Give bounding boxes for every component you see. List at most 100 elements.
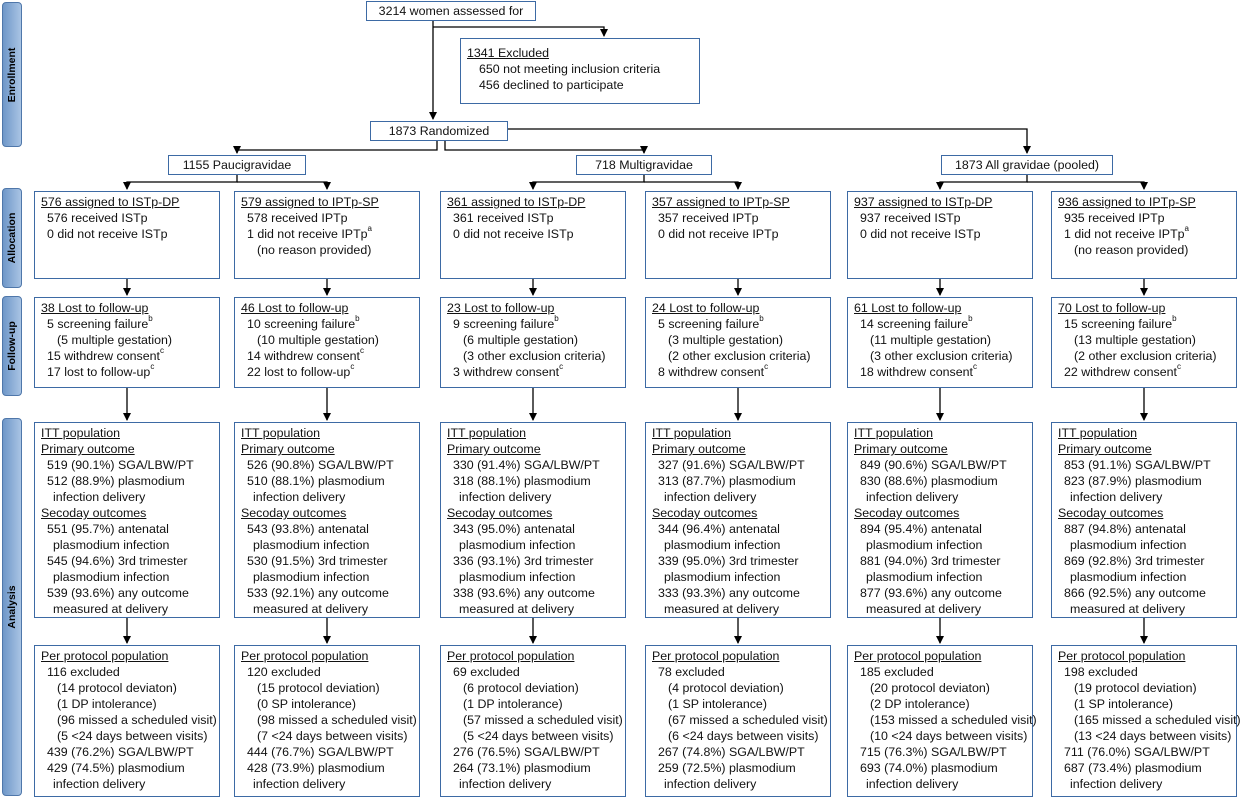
followup-title: 23 Lost to follow-up [447,301,555,315]
allocation-title: 576 assigned to ISTp-DP [41,195,180,209]
followup-line: (3 other exclusion criteria) [870,349,1013,363]
followup-title: 38 Lost to follow-up [41,301,149,315]
allocation-box: 576 assigned to ISTp-DP 576 received ISTp… [34,191,220,279]
per-protocol-line: (4 protocol deviation) [668,681,784,695]
primary-outcome-line: 823 (87.9%) plasmodium [1064,474,1202,488]
secondary-outcome-line: plasmodium infection [866,538,983,552]
per-protocol-line: infection delivery [459,777,552,791]
footnote-marker: c [559,362,564,371]
per-protocol-line: 715 (76.3%) SGA/LBW/PT [860,745,1007,759]
secondary-outcome-line: plasmodium infection [664,538,781,552]
secondary-outcome-heading: Secoday outcomes [41,506,147,520]
followup-line: 3 withdrew consentc [453,362,564,379]
per-protocol-line: (7 <24 days between visits) [257,729,408,743]
followup-line: 14 screening failureb [860,314,973,331]
per-protocol-line: (0 SP intolerance) [257,697,356,711]
primary-outcome-line: 849 (90.6%) SGA/LBW/PT [860,458,1007,472]
primary-outcome-line: 510 (88.1%) plasmodium [247,474,385,488]
followup-line: (2 other exclusion criteria) [668,349,811,363]
secondary-outcome-line: measured at delivery [1070,602,1186,616]
allocation-title: 937 assigned to ISTp-DP [854,195,993,209]
primary-outcome-line: infection delivery [459,490,552,504]
per-protocol-line: 116 excluded [47,665,120,679]
per-protocol-line: infection delivery [53,777,146,791]
allocation-title: 361 assigned to ISTp-DP [447,195,586,209]
allocation-title: 936 assigned to IPTp-SP [1058,195,1196,209]
secondary-outcome-line: 533 (92.1%) any outcome [247,586,389,600]
footnote-marker: c [150,362,155,371]
secondary-outcome-line: plasmodium infection [253,570,370,584]
allocation-line: (no reason provided) [1074,243,1189,257]
followup-line: 17 lost to follow-upc [47,362,155,379]
phase-label-allocation: Allocation [6,212,18,264]
secondary-outcome-line: plasmodium infection [459,570,576,584]
per-protocol-line: 276 (76.5%) SGA/LBW/PT [453,745,600,759]
secondary-outcome-line: 866 (92.5%) any outcome [1064,586,1206,600]
per-protocol-line: (67 missed a scheduled visit) [668,713,828,727]
followup-line: (5 multiple gestation) [57,333,173,347]
secondary-outcome-heading: Secoday outcomes [652,506,758,520]
followup-line: (3 multiple gestation) [668,333,784,347]
secondary-outcome-line: 344 (96.4%) antenatal [658,522,780,536]
secondary-outcome-line: plasmodium infection [866,570,983,584]
per-protocol-line: (96 missed a scheduled visit) [57,713,217,727]
primary-outcome-line: 318 (88.1%) plasmodium [453,474,591,488]
connector-arrow [529,175,645,190]
per-protocol-line: (1 SP intolerance) [668,697,767,711]
per-protocol-line: 69 excluded [453,665,520,679]
phase-label-followup: Follow-up [6,321,18,371]
per-protocol-title: Per protocol population [652,649,780,663]
followup-line: 22 withdrew consentc [1064,362,1181,379]
per-protocol-line: 687 (73.4%) plasmodium [1064,761,1202,775]
per-protocol-line: 444 (76.7%) SGA/LBW/PT [247,745,394,759]
followup-title: 61 Lost to follow-up [854,301,962,315]
secondary-outcome-line: measured at delivery [253,602,369,616]
followup-line: 18 withdrew consentc [860,362,977,379]
excluded-line: 650 not meeting inclusion criteria [479,62,661,76]
per-protocol-line: (13 <24 days between visits) [1074,729,1232,743]
secondary-outcome-line: 551 (95.7%) antenatal [47,522,169,536]
per-protocol-line: (19 protocol deviation) [1074,681,1197,695]
primary-outcome-line: 526 (90.8%) SGA/LBW/PT [247,458,394,472]
per-protocol-line: 428 (73.9%) plasmodium [247,761,385,775]
secondary-outcome-line: 877 (93.6%) any outcome [860,586,1002,600]
per-protocol-line: (5 <24 days between visits) [463,729,614,743]
secondary-outcome-line: measured at delivery [459,602,575,616]
primary-outcome-line: 512 (88.9%) plasmodium [47,474,185,488]
allocation-line: 361 received ISTp [453,211,554,225]
secondary-outcome-line: plasmodium infection [53,538,170,552]
primary-outcome-line: 330 (91.4%) SGA/LBW/PT [453,458,600,472]
assessed-text: 3214 women assessed for [378,4,524,18]
primary-outcome-line: infection delivery [664,490,757,504]
primary-outcome-line: 327 (91.6%) SGA/LBW/PT [658,458,805,472]
followup-line: 8 withdrew consentc [658,362,769,379]
followup-line: 15 screening failureb [1064,314,1177,331]
per-protocol-line: (2 DP intolerance) [870,697,970,711]
footnote-marker: c [1176,362,1181,371]
excluded-title: 1341 Excluded [467,46,549,60]
per-protocol-line: (1 DP intolerance) [57,697,157,711]
secondary-outcome-line: plasmodium infection [1070,538,1187,552]
group-label: 718 Multigravidae [595,158,693,172]
followup-line: (3 other exclusion criteria) [463,349,606,363]
per-protocol-title: Per protocol population [1058,649,1186,663]
phase-allocation: Allocation [2,188,22,288]
per-protocol-line: 267 (74.8%) SGA/LBW/PT [658,745,805,759]
per-protocol-line: 711 (76.0%) SGA/LBW/PT [1064,745,1210,759]
secondary-outcome-heading: Secoday outcomes [1058,506,1164,520]
excluded-line: 456 declined to participate [479,78,624,92]
secondary-outcome-line: measured at delivery [664,602,780,616]
allocation-line: 357 received IPTp [658,211,759,225]
secondary-outcome-line: 336 (93.1%) 3rd trimester [453,554,594,568]
secondary-outcome-line: 887 (94.8%) antenatal [1064,522,1186,536]
followup-line: 15 withdrew consentc [47,346,164,363]
allocation-line: 576 received ISTp [47,211,148,225]
